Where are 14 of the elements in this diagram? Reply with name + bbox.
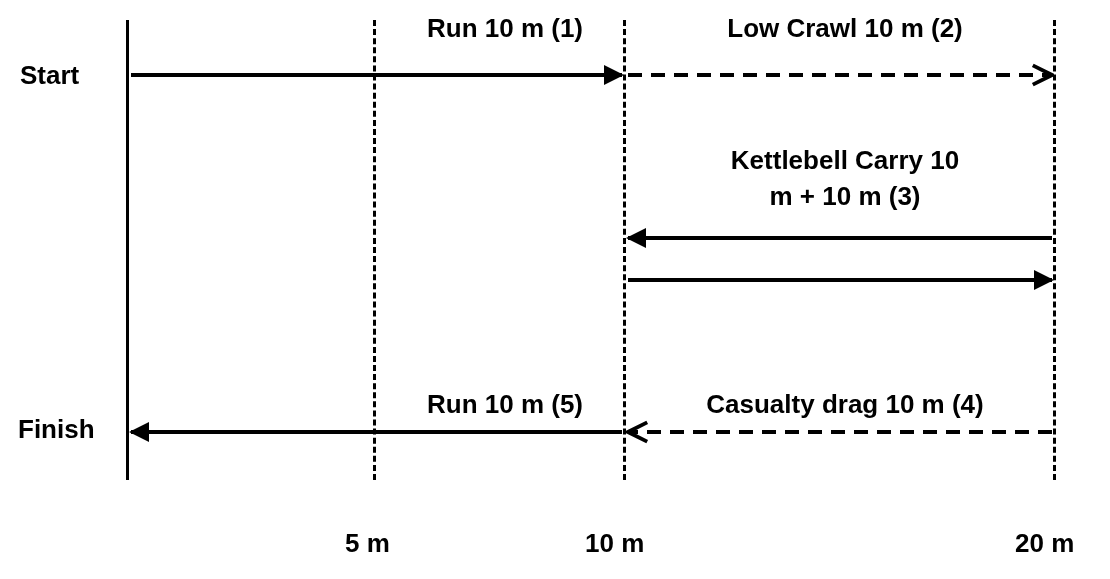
distance-label: 10 m bbox=[585, 528, 645, 559]
distance-marker-line bbox=[623, 20, 626, 480]
arrow bbox=[628, 270, 1054, 290]
distance-marker-line bbox=[1053, 20, 1056, 480]
start-line bbox=[126, 20, 129, 480]
arrow bbox=[626, 228, 1052, 248]
distance-label: 20 m bbox=[1015, 528, 1075, 559]
arrow bbox=[628, 63, 1054, 87]
finish-label: Finish bbox=[18, 414, 95, 445]
distance-label: 5 m bbox=[345, 528, 390, 559]
distance-marker-line bbox=[373, 20, 376, 480]
arrow bbox=[129, 422, 622, 442]
start-label: Start bbox=[20, 60, 80, 91]
arrow bbox=[131, 65, 624, 85]
